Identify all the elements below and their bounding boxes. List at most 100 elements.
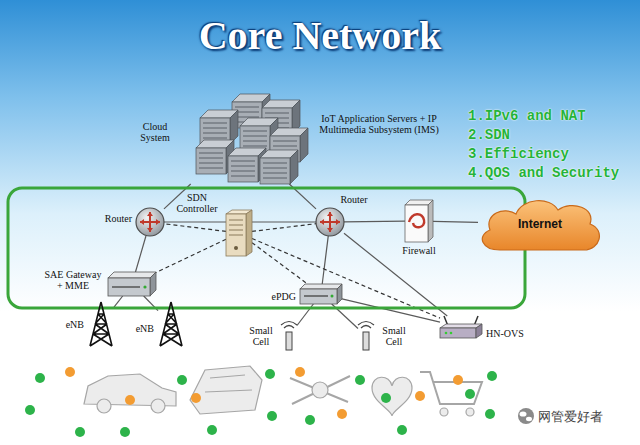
circle-shape (75, 427, 85, 437)
node-label: SAE Gateway + MME (42, 269, 104, 291)
polygon-shape (246, 210, 252, 256)
polygon-shape (300, 284, 342, 289)
epdg-symbol (300, 284, 342, 304)
use-shape (260, 150, 298, 184)
path-shape (409, 214, 424, 227)
circle-shape (35, 373, 45, 383)
circle-shape (445, 332, 448, 335)
router: Router (136, 208, 164, 236)
enb-tower: eNB (88, 302, 114, 346)
node-label: eNB (66, 319, 84, 330)
node-label: ePDG (272, 291, 296, 302)
circle-shape (125, 395, 135, 405)
node-label: eNB (136, 323, 154, 334)
rect-shape (405, 205, 428, 242)
node-label: IoT Application Servers + IP Multimedia … (304, 113, 454, 135)
node-label: Router (105, 213, 132, 224)
circle-shape (466, 408, 474, 416)
node-label: Internet (518, 217, 562, 231)
polygon-shape (476, 324, 482, 338)
network-link (135, 236, 145, 272)
diagram-title: Core Network (0, 12, 640, 59)
circle-shape (267, 411, 277, 421)
circle-shape (234, 246, 238, 250)
circle-shape (465, 389, 475, 399)
circle-shape (337, 409, 347, 419)
rect-shape (300, 289, 337, 304)
circle-shape (312, 382, 328, 398)
internet-cloud (482, 201, 599, 250)
epdg: ePDG (300, 284, 342, 304)
circle-shape (381, 393, 391, 403)
server-cluster (196, 94, 308, 184)
small-cell: Small Cell (281, 322, 297, 350)
node-label: Router (340, 194, 367, 205)
polygon-shape (150, 272, 156, 296)
circle-shape (453, 375, 463, 385)
node-label: Small Cell (378, 325, 410, 347)
core-region (8, 188, 525, 308)
sae-gateway: SAE Gateway + MME (108, 272, 156, 296)
router-symbol (316, 208, 344, 236)
circle-shape (331, 295, 334, 298)
rect-shape (226, 214, 246, 256)
gateway-symbol (108, 272, 156, 296)
hn-ovs-symbol (440, 316, 482, 338)
sdn-controller: SDN Controller (226, 210, 252, 256)
small-cell: Small Cell (358, 322, 374, 350)
network-link (114, 296, 123, 307)
polygon-shape (440, 324, 482, 328)
hn-ovs: HN-OVS (440, 316, 482, 338)
circle-shape (518, 408, 534, 424)
circle-shape (143, 285, 146, 288)
circle-shape (25, 405, 35, 415)
control-link (252, 243, 308, 284)
path-shape (372, 377, 412, 416)
polygon-shape (428, 200, 433, 242)
circle-shape (265, 369, 275, 379)
cloud-system: Cloud SystemIoT Application Servers + IP… (180, 92, 300, 184)
small-cell-symbol (358, 322, 374, 351)
node-label: SDN Controller (172, 192, 222, 214)
feature-item: 3.Efficiency (468, 146, 569, 162)
path-shape (190, 366, 262, 414)
device-dots (25, 367, 497, 437)
firewall: Firewall (405, 200, 433, 242)
enb-tower (90, 302, 112, 346)
path-shape (112, 286, 140, 288)
network-link (344, 221, 405, 223)
small-cell-symbol (281, 322, 297, 351)
circle-shape (120, 427, 130, 437)
path-shape (205, 375, 252, 392)
network-link (433, 221, 478, 222)
rect-shape (440, 328, 476, 338)
circle-shape (355, 375, 365, 385)
router: Router (316, 208, 344, 236)
control-link (252, 239, 440, 319)
polygon-shape (337, 284, 342, 304)
enb-tower: eNB (158, 302, 184, 346)
node-label: Firewall (402, 245, 435, 256)
control-link (164, 224, 226, 232)
path-shape (420, 372, 482, 404)
rect-shape (108, 278, 150, 296)
circle-shape (151, 399, 165, 413)
polygon-shape (108, 272, 156, 278)
watermark: 网管爱好者 (538, 408, 603, 426)
path-shape (290, 376, 350, 404)
sdn-controller-symbol (226, 210, 252, 256)
circle-shape (415, 391, 425, 401)
circle-shape (487, 371, 497, 381)
control-link (252, 224, 316, 232)
circle-shape (191, 393, 201, 403)
feature-item: 2.SDN (468, 127, 510, 143)
circle-shape (485, 409, 495, 419)
circle-shape (65, 367, 75, 377)
firewall-symbol (405, 200, 433, 242)
ellipse-shape (526, 417, 532, 421)
enb-tower (160, 302, 182, 346)
circle-shape (295, 367, 305, 377)
node-label: Cloud System (134, 121, 176, 143)
path-shape (229, 220, 243, 235)
router-symbol (136, 208, 164, 236)
